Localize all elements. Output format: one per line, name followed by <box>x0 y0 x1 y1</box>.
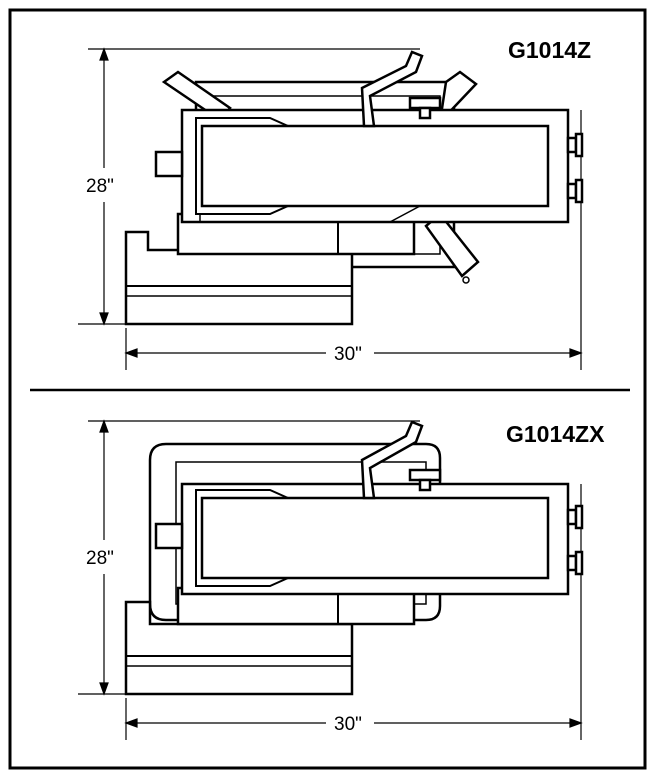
machine-top-view <box>124 420 584 696</box>
height-dimension-label: 28" <box>86 176 114 197</box>
width-dimension-label: 30" <box>334 344 362 365</box>
width-dimension-label: 30" <box>334 714 362 735</box>
machine-top-view <box>124 50 584 326</box>
height-dimension-label: 28" <box>86 548 114 569</box>
panel-g1014z: G1014Z 28" 30" <box>78 37 591 370</box>
model-label: G1014ZX <box>506 421 605 447</box>
model-label: G1014Z <box>508 37 591 63</box>
width-dimension <box>124 110 583 370</box>
outer-border <box>8 8 647 770</box>
height-dimension <box>78 419 420 696</box>
panel-g1014zx: G1014ZX 28" 30" <box>78 419 605 740</box>
